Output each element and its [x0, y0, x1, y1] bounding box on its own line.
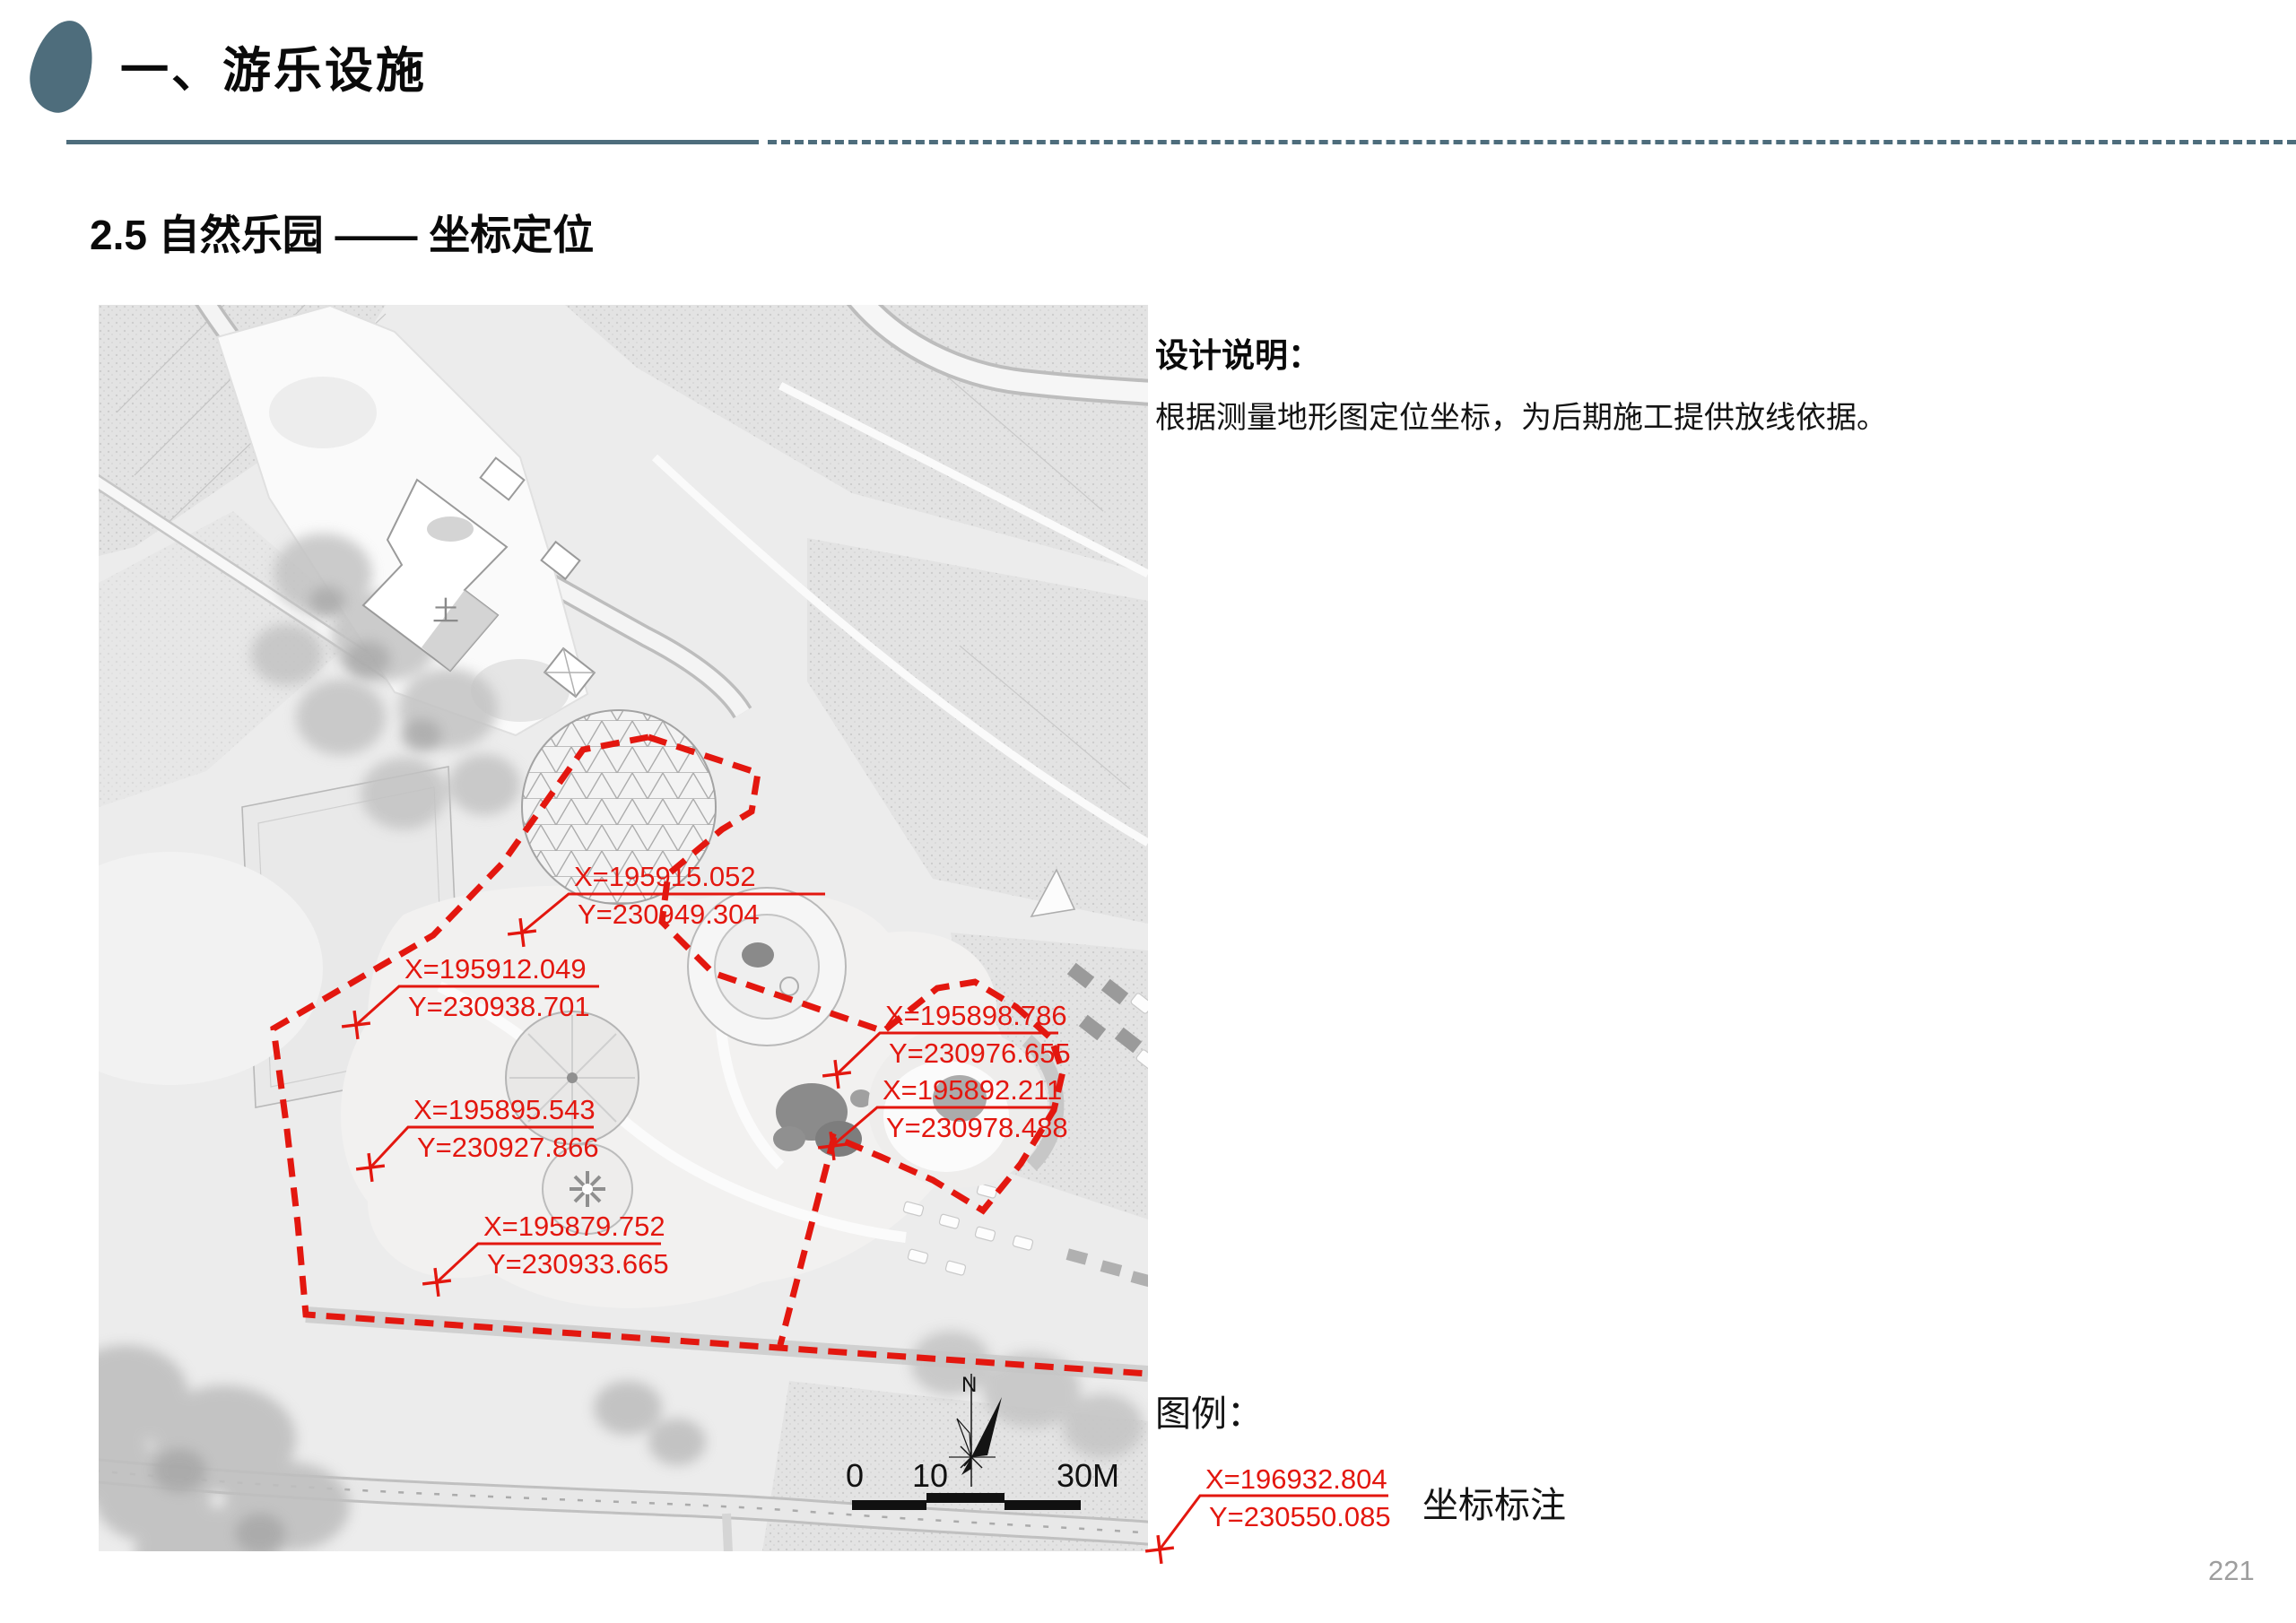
page-title: 一、游乐设施 — [120, 44, 427, 98]
coordinate-annotations: X=195915.052 Y=230949.304 X=195912.049 Y… — [341, 861, 1071, 1298]
annotation-x-label: X=195879.752 — [483, 1211, 665, 1242]
legend-x-label: X=196932.804 — [1205, 1463, 1387, 1495]
north-label: N — [961, 1373, 977, 1397]
annotation-3: X=195879.752 Y=230933.665 — [483, 1211, 669, 1280]
park-area — [341, 868, 1148, 1308]
annotation-y-label: Y=230949.304 — [578, 898, 760, 930]
header-rule-dashed — [768, 140, 2296, 144]
annotation-y-label: Y=230978.488 — [886, 1112, 1068, 1143]
site-plan-svg: 土 — [99, 305, 1148, 1551]
annotation-5: X=195892.211 Y=230978.488 — [883, 1074, 1068, 1143]
section-subtitle: 2.5 自然乐园 —— 坐标定位 — [90, 212, 595, 258]
legend-heading: 图例： — [1155, 1394, 1263, 1434]
annotation-y-label: Y=230938.701 — [408, 991, 590, 1022]
design-notes-body: 根据测量地形图定位坐标，为后期施工提供放线依据。 — [1155, 401, 1887, 435]
annotation-2: X=195895.543 Y=230927.866 — [413, 1094, 599, 1163]
annotation-x-label: X=195898.786 — [885, 1000, 1067, 1031]
scale-bar: 0 10 30M — [846, 1457, 1119, 1510]
annotation-y-label: Y=230933.665 — [487, 1248, 669, 1280]
annotation-4: X=195898.786 Y=230976.655 — [885, 1000, 1071, 1069]
site-plan-map: 土 — [99, 305, 1148, 1551]
scale-tick-10: 10 — [912, 1457, 948, 1494]
legend-sample: X=196932.804 Y=230550.085 — [1141, 1428, 1553, 1580]
annotation-1: X=195912.049 Y=230938.701 — [404, 953, 590, 1022]
legend-sample-svg: X=196932.804 Y=230550.085 — [1144, 1463, 1391, 1565]
tree-mass-southwest-dark — [152, 1449, 285, 1551]
building: 土 — [361, 456, 596, 699]
building-label: 土 — [432, 597, 459, 627]
pond-area — [99, 852, 323, 1085]
annotation-0: X=195915.052 Y=230949.304 — [574, 861, 760, 930]
design-notes-heading: 设计说明： — [1155, 337, 1321, 374]
scale-tick-30m: 30M — [1057, 1457, 1119, 1494]
annotation-x-label: X=195915.052 — [574, 861, 756, 892]
annotation-y-label: Y=230927.866 — [417, 1132, 599, 1163]
annotation-x-label: X=195895.543 — [413, 1094, 596, 1125]
legend-coordinate-marker — [1144, 1534, 1175, 1565]
coordinate-markers — [341, 917, 852, 1298]
annotation-x-label: X=195912.049 — [404, 953, 587, 985]
site-boundary — [270, 733, 1148, 1377]
header-rule-solid — [66, 140, 759, 144]
geodesic-dome — [521, 709, 717, 905]
header-accent-shape — [22, 13, 101, 119]
legend-y-label: Y=230550.085 — [1209, 1501, 1391, 1532]
scale-tick-0: 0 — [846, 1457, 864, 1494]
tree-cluster-west-dark — [309, 586, 441, 751]
annotation-x-label: X=195892.211 — [883, 1074, 1062, 1106]
north-arrow: N — [949, 1373, 1002, 1487]
annotation-y-label: Y=230976.655 — [889, 1037, 1071, 1069]
tree-cluster-west — [251, 534, 520, 829]
page-number: 221 — [2208, 1555, 2255, 1586]
legend-item-label: 坐标标注 — [1422, 1486, 1566, 1525]
